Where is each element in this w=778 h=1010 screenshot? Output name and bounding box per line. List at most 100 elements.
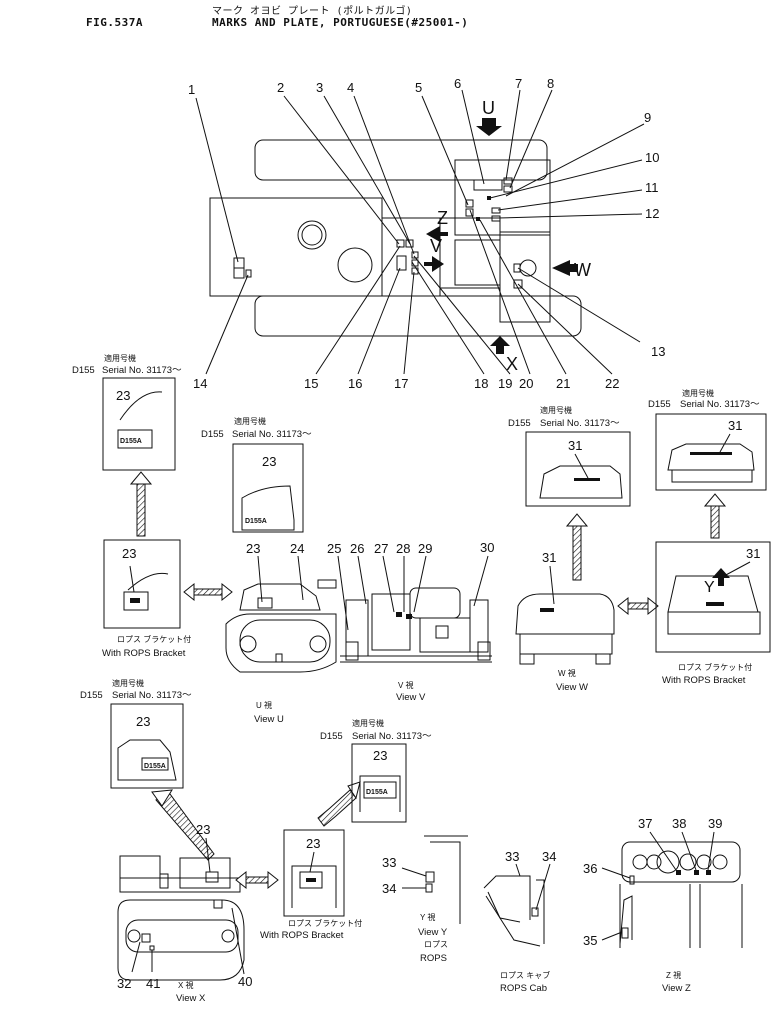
- rops-bracket-en: With ROPS Bracket: [102, 648, 186, 659]
- callout-30: 30: [480, 540, 494, 555]
- callout-2: 2: [277, 80, 284, 95]
- decal-d155a: D155A: [144, 763, 166, 770]
- callout-22: 22: [605, 376, 619, 391]
- callout-23: 23: [116, 388, 130, 403]
- rops-bracket-jp: ロプス ブラケット付: [288, 918, 362, 928]
- callout-23: 23: [262, 454, 276, 469]
- callout-29: 29: [418, 541, 432, 556]
- callout-4: 4: [347, 80, 354, 95]
- serial-text: Serial No. 31173～: [232, 429, 312, 440]
- machine-top-view: U Z V W X: [188, 76, 665, 391]
- rops-bracket-jp: ロプス ブラケット付: [117, 634, 191, 644]
- rops-bracket-en: With ROPS Bracket: [260, 930, 344, 941]
- callout-23: 23: [136, 714, 150, 729]
- callout-24: 24: [290, 541, 304, 556]
- callout-31: 31: [568, 438, 582, 453]
- title-english: MARKS AND PLATE, PORTUGUESE(#25001-): [212, 16, 469, 29]
- callout-36: 36: [583, 861, 597, 876]
- callout-31: 31: [746, 546, 760, 561]
- view-x-jp: X 視: [178, 981, 194, 990]
- callout-31: 31: [728, 418, 742, 433]
- serial-jp: 適用号機: [682, 388, 714, 398]
- view-u-en: View U: [254, 714, 284, 725]
- view-v-jp: V 視: [398, 681, 414, 690]
- serial-jp: 適用号機: [540, 405, 572, 415]
- view-y-drawing: 33 34 Y 視 View Y ロプス ROPS: [382, 835, 468, 964]
- view-arrow-w-label: W: [574, 260, 591, 280]
- view-y-jp: Y 視: [420, 913, 435, 922]
- callout-11: 11: [645, 180, 659, 195]
- view-x-drawing: 23 40 32 41 X 視 View X: [117, 822, 252, 1004]
- view-y-en2: ROPS: [420, 953, 447, 964]
- rops-cab-drawing: 33 34 ロプス キャブ ROPS Cab: [483, 849, 556, 994]
- callout-12: 12: [645, 206, 659, 221]
- rops-detail-right: 31 Y ロプス ブラケット付 With ROPS Bracket: [655, 541, 771, 686]
- serial-detail-u: 適用号機 D155 Serial No. 31173～ 23 D155A: [201, 416, 312, 533]
- view-v-en: View V: [396, 692, 426, 703]
- serial-model: D155: [80, 690, 103, 701]
- callout-13: 13: [651, 344, 665, 359]
- view-z-drawing: 37 38 39 36 35 Z 視 View Z: [583, 816, 743, 994]
- callout-33: 33: [382, 855, 396, 870]
- callout-31: 31: [542, 550, 556, 565]
- serial-model: D155: [72, 365, 95, 376]
- view-z-jp: Z 視: [666, 971, 681, 980]
- serial-text: Serial No. 31173～: [102, 365, 182, 376]
- serial-text: Serial No. 31173～: [352, 731, 432, 742]
- callout-8: 8: [547, 76, 554, 91]
- callout-23: 23: [373, 748, 387, 763]
- callout-7: 7: [515, 76, 522, 91]
- callout-34: 34: [542, 849, 556, 864]
- serial-model: D155: [648, 399, 671, 410]
- decal-d155a: D155A: [120, 438, 142, 445]
- view-arrow-u-label: U: [482, 98, 495, 118]
- callout-19: 19: [498, 376, 512, 391]
- view-w-jp: W 視: [558, 669, 576, 678]
- rops-cab-en: ROPS Cab: [500, 983, 547, 994]
- figure-number: FIG.537A: [86, 16, 143, 29]
- title-japanese: マーク オヨビ プレート (ポルトガルゴ): [212, 6, 413, 17]
- callout-37: 37: [638, 816, 652, 831]
- callout-40: 40: [238, 974, 252, 989]
- callout-35: 35: [583, 933, 597, 948]
- view-x-en: View X: [176, 993, 206, 1004]
- decal-d155a: D155A: [245, 518, 267, 525]
- serial-text: Serial No. 31173～: [112, 690, 192, 701]
- callout-17: 17: [394, 376, 408, 391]
- callout-6: 6: [454, 76, 461, 91]
- view-y-arrow-label: Y: [704, 579, 715, 596]
- rops-cab-jp: ロプス キャブ: [500, 970, 550, 980]
- serial-jp: 適用号機: [234, 416, 266, 426]
- serial-jp: 適用号機: [112, 678, 144, 688]
- view-arrow-x-label: X: [506, 354, 518, 374]
- view-u-drawing: 23 24 U 視 View U: [225, 541, 337, 725]
- callout-28: 28: [396, 541, 410, 556]
- callout-1: 1: [188, 82, 195, 97]
- serial-detail-right: 適用号機 D155 Serial No. 31173～ 31: [648, 388, 767, 491]
- callout-10: 10: [645, 150, 659, 165]
- serial-detail-left-top: 適用号機 D155 Serial No. 31173～ 23 D155A: [72, 353, 182, 471]
- callout-20: 20: [519, 376, 533, 391]
- callout-23: 23: [306, 836, 320, 851]
- callout-33: 33: [505, 849, 519, 864]
- serial-model: D155: [508, 418, 531, 429]
- callout-16: 16: [348, 376, 362, 391]
- callout-34: 34: [382, 881, 396, 896]
- decal-d155a: D155A: [366, 789, 388, 796]
- callout-38: 38: [672, 816, 686, 831]
- callout-9: 9: [644, 110, 651, 125]
- rops-detail-left: 23 ロプス ブラケット付 With ROPS Bracket: [102, 539, 191, 659]
- callout-25: 25: [327, 541, 341, 556]
- view-arrow-z-label: Z: [437, 208, 448, 228]
- view-u-jp: U 視: [256, 701, 272, 710]
- callout-26: 26: [350, 541, 364, 556]
- callout-14: 14: [193, 376, 207, 391]
- serial-detail-x: 適用号機 D155 Serial No. 31173～ 23 D155A: [80, 678, 192, 789]
- view-y-jp2: ロプス: [424, 940, 448, 949]
- callout-32: 32: [117, 976, 131, 991]
- view-v-drawing: 25 26 27 28 29 30 V 視 View V: [327, 540, 494, 703]
- serial-detail-x-right: 適用号機 D155 Serial No. 31173～ 23 D155A: [320, 718, 432, 823]
- callout-39: 39: [708, 816, 722, 831]
- rops-bracket-en: With ROPS Bracket: [662, 675, 746, 686]
